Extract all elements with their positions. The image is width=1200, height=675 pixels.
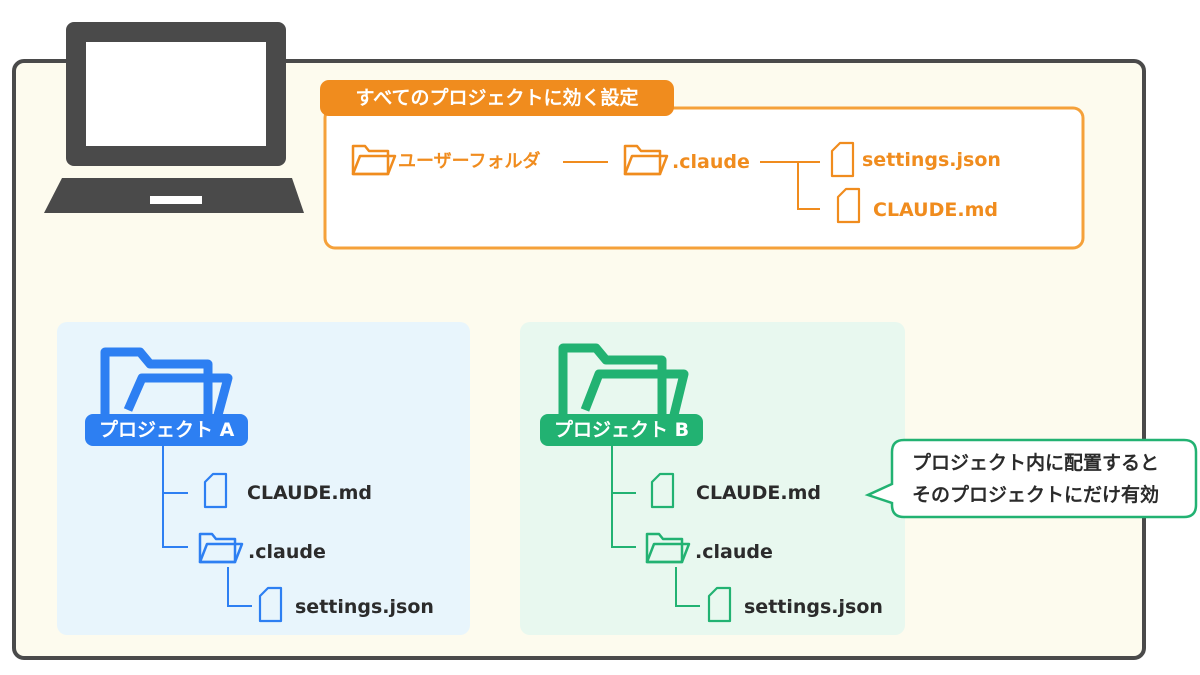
project-b-settings-icon xyxy=(707,586,732,623)
settings-file-icon xyxy=(830,141,855,178)
project-a-claude-md-icon xyxy=(203,472,228,509)
settings-file-label: settings.json xyxy=(862,149,1001,171)
project-a-settings-label: settings.json xyxy=(295,596,434,618)
project-a-panel xyxy=(57,322,470,635)
project-b-claude-folder-label: .claude xyxy=(695,541,773,563)
project-b-folder-icon xyxy=(558,343,689,425)
user-folder-label: ユーザーフォルダ xyxy=(398,151,541,172)
callout-line-2: そのプロジェクトにだけ有効 xyxy=(912,484,1160,506)
project-a-claude-md-label: CLAUDE.md xyxy=(247,482,372,504)
global-settings-box xyxy=(323,106,1085,250)
project-a-claude-folder-label: .claude xyxy=(248,541,326,563)
project-a-folder-icon xyxy=(100,347,233,425)
project-b-claude-folder-icon xyxy=(645,532,691,564)
project-a-claude-folder-icon xyxy=(198,532,244,564)
claude-folder-icon xyxy=(623,144,669,176)
project-a-tag: プロジェクト A xyxy=(85,414,249,446)
project-b-tag: プロジェクト B xyxy=(540,414,704,446)
user-folder-icon xyxy=(351,144,397,176)
project-b-claude-md-icon xyxy=(650,472,675,509)
global-title-bg xyxy=(320,80,674,116)
callout-bubble xyxy=(864,438,1198,519)
project-b-claude-md-label: CLAUDE.md xyxy=(696,482,821,504)
global-title: すべてのプロジェクトに効く設定 xyxy=(355,87,639,109)
project-b-settings-label: settings.json xyxy=(744,596,883,618)
claude-md-file-icon xyxy=(836,187,861,224)
laptop-icon xyxy=(44,22,304,213)
claude-folder-label: .claude xyxy=(672,151,750,173)
claude-md-label: CLAUDE.md xyxy=(873,199,998,221)
callout-line-1: プロジェクト内に配置すると xyxy=(912,452,1160,474)
project-b-panel xyxy=(520,322,905,635)
project-a-settings-icon xyxy=(258,586,283,623)
